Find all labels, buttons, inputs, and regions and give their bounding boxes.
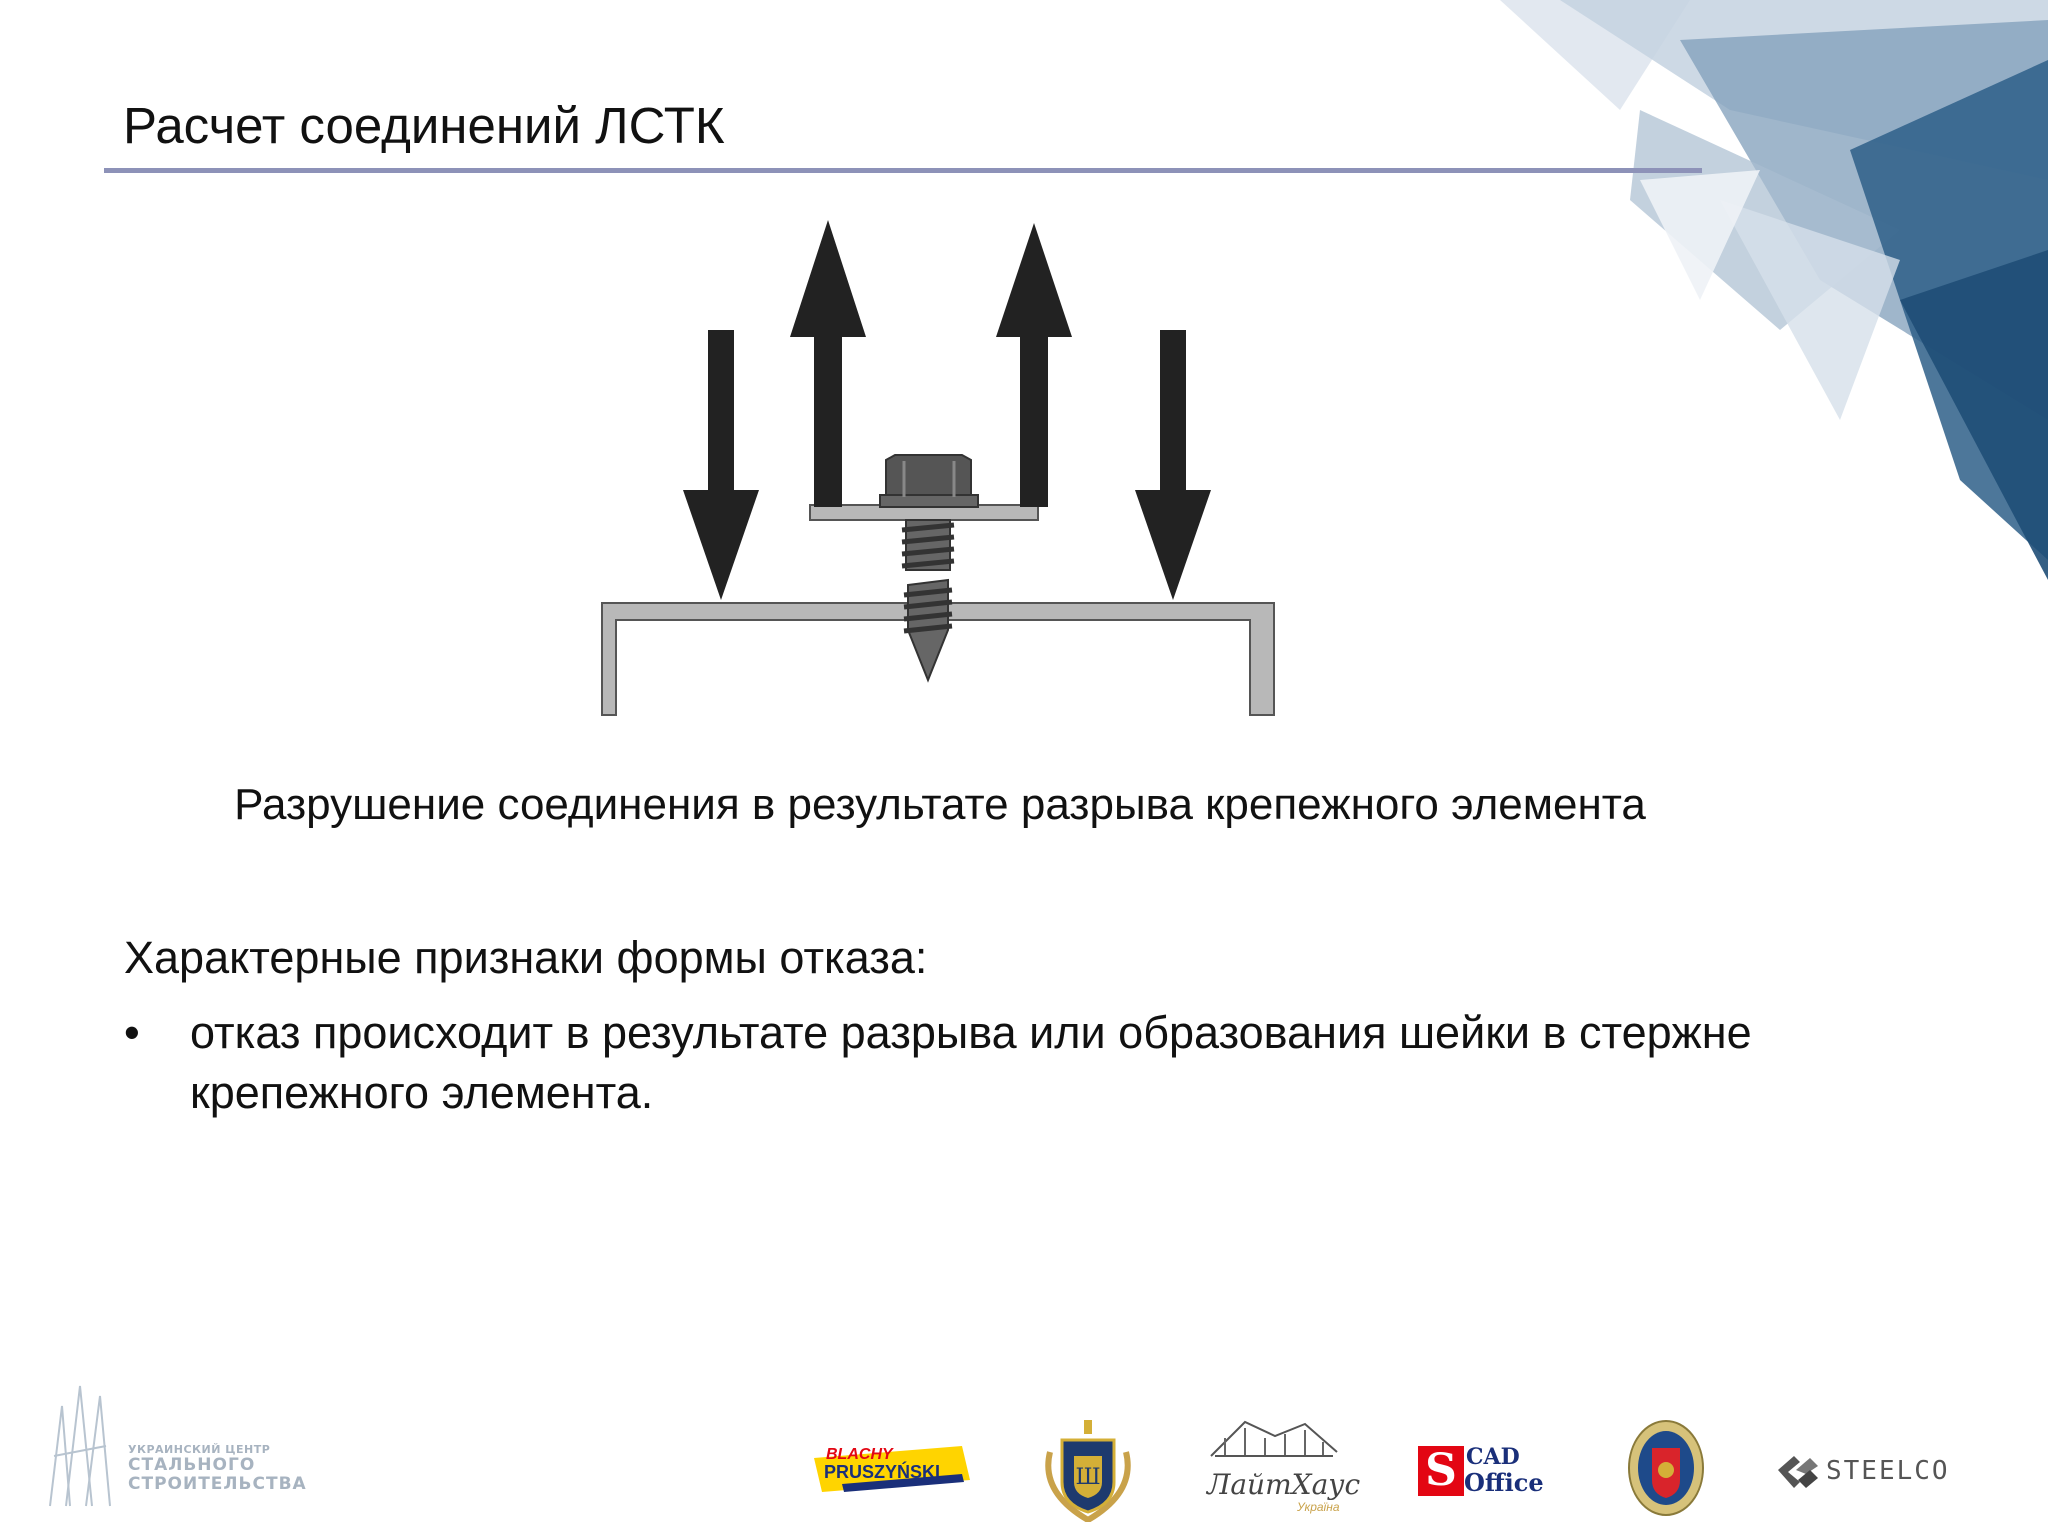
academy-emblem-icon — [1628, 1420, 1704, 1516]
shank-lower-fragment — [903, 578, 953, 683]
up-arrow-right — [996, 223, 1072, 507]
bullet-text: отказ происходит в результате разрыва ил… — [190, 1007, 1752, 1118]
diagram-caption: Разрушение соединения в результате разры… — [0, 780, 1690, 830]
caption-text: Разрушение соединения в результате разры… — [234, 780, 1646, 829]
cad-text: CAD — [1466, 1444, 1520, 1470]
blachy-pruszynski-logo: BLACHY PRUSZYŃSKI — [812, 1440, 972, 1500]
org-name-line2: СТАЛЬНОГО — [128, 1455, 256, 1475]
steelco-mark-icon — [1778, 1456, 1818, 1488]
pruszynski-text: PRUSZYŃSKI — [824, 1462, 941, 1482]
page-title: Расчет соединений ЛСТК — [123, 97, 725, 154]
org-name-line1: УКРАИНСКИЙ ЦЕНТР — [128, 1443, 271, 1456]
shank-upper-fragment — [901, 519, 955, 571]
cad-office-s-icon: S — [1418, 1446, 1464, 1496]
university-crest-icon: Ш — [1045, 1420, 1131, 1522]
steelco-text: STEELCO — [1826, 1456, 1950, 1486]
cad-office-logo: S CAD Office — [1418, 1444, 1558, 1500]
fastener-failure-diagram — [601, 220, 1275, 716]
laithaus-text: ЛайтХаус — [1207, 1468, 1361, 1501]
laithaus-logo: ЛайтХаус Україна — [1205, 1416, 1360, 1516]
blachy-text: BLACHY — [826, 1446, 893, 1463]
down-arrow-left — [683, 330, 759, 600]
organization-name: УКРАИНСКИЙ ЦЕНТР СТАЛЬНОГО СТРОИТЕЛЬСТВА — [128, 1444, 307, 1493]
office-text: Office — [1464, 1468, 1544, 1497]
bottom-channel-profile — [601, 602, 1275, 716]
title-divider — [104, 168, 1702, 173]
svg-text:Ш: Ш — [1075, 1465, 1100, 1490]
up-arrow-left — [790, 220, 866, 507]
org-name-line3: СТРОИТЕЛЬСТВА — [128, 1474, 307, 1494]
steelco-logo: STEELCO — [1774, 1450, 1954, 1490]
section-subheading: Характерные признаки формы отказа: — [124, 932, 928, 983]
organization-logo-icon — [49, 1385, 111, 1507]
laithaus-subtext: Україна — [1297, 1500, 1340, 1514]
bullet-dot: • — [124, 1007, 140, 1058]
down-arrow-right — [1135, 330, 1211, 600]
